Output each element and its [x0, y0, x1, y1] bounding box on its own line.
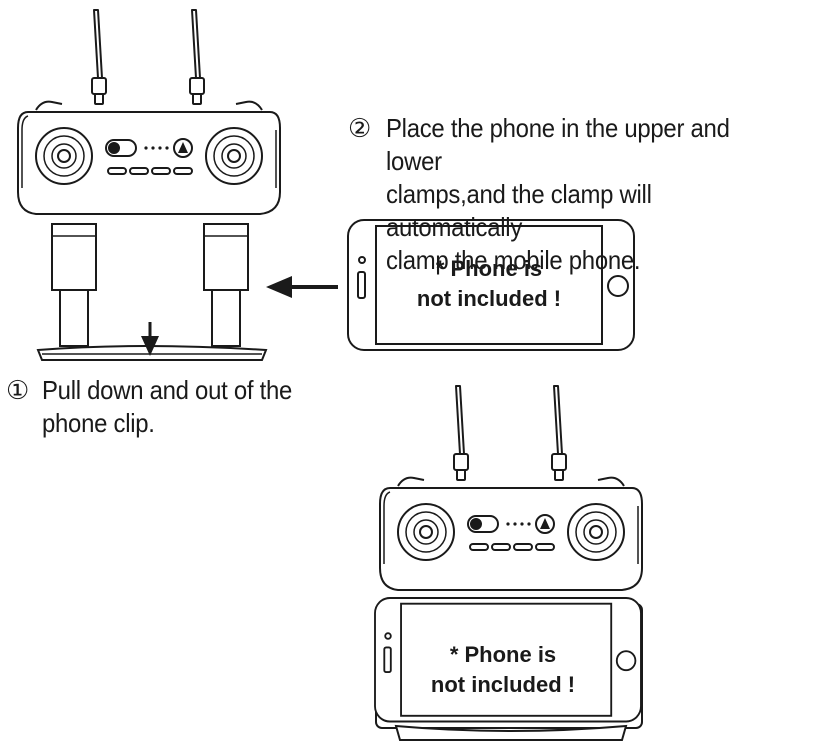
step-2-line-1: Place the phone in the upper and lower	[386, 113, 730, 176]
step-1-line-2: phone clip.	[42, 408, 155, 438]
step-2-line-3: clamp the mobile phone.	[386, 245, 641, 275]
phone-note-line-1: * Phone is	[449, 642, 557, 667]
step-1-marker: ①	[6, 375, 30, 405]
step-1-line-1: Pull down and out of the	[42, 375, 293, 405]
phone-note-top: * Phone is not included !	[376, 254, 602, 314]
step-2-line-2: clamps,and the clamp will automatically	[386, 179, 652, 242]
controller-with-phone	[374, 385, 643, 741]
phone-note-line-2: not included !	[416, 286, 562, 311]
phone-note-line-2: not included !	[430, 672, 576, 697]
controller-extended	[17, 9, 281, 361]
arrow-down-icon	[141, 322, 159, 356]
step-2-marker: ②	[348, 113, 372, 143]
arrow-left-icon	[266, 276, 338, 298]
phone-note-bottom: * Phone is not included !	[398, 640, 608, 700]
step-1-text: Pull down and out of the phone clip.	[42, 374, 292, 440]
step-2-text: Place the phone in the upper and lower c…	[386, 112, 786, 277]
phone-note-line-1: * Phone is	[435, 256, 543, 281]
